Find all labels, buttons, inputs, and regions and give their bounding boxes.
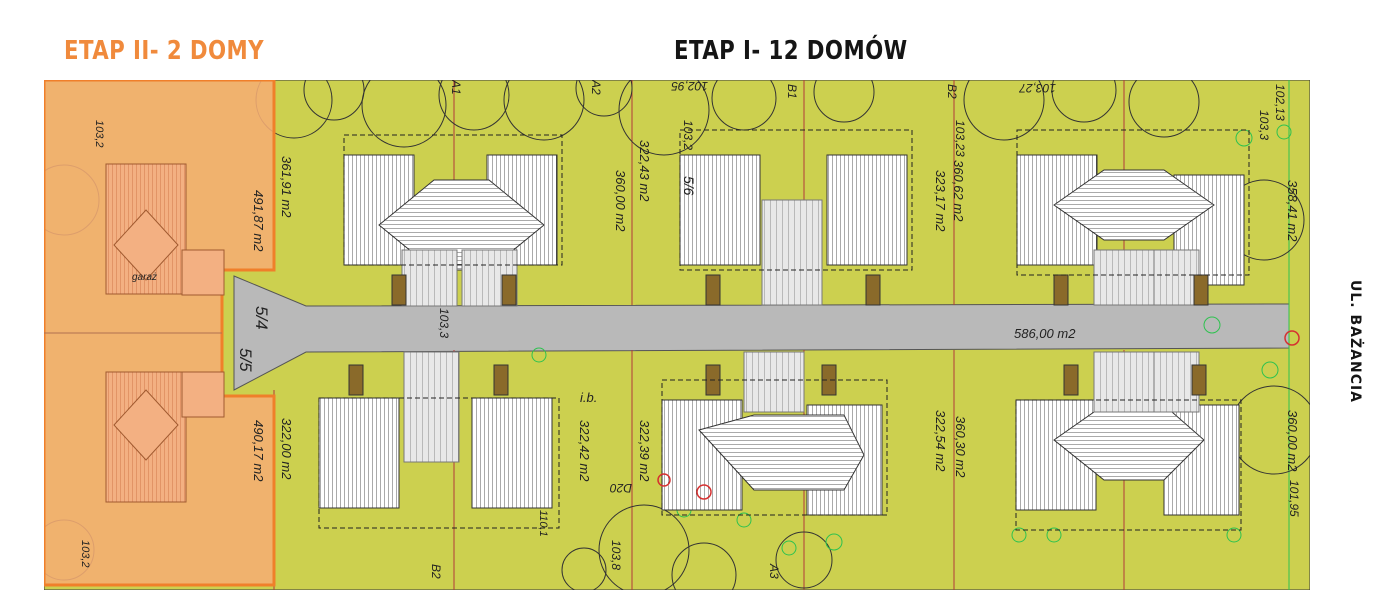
etap1-heading: ETAP I- 12 DOMÓW [674,36,908,66]
parcel-left-top: 5/4 [252,306,271,330]
parking-posts [348,274,1209,396]
elevation-e6: 102,13 [1273,84,1287,121]
area-p5-bottom: 322,54 m2 [933,410,948,472]
area-p1-bottom: 322,00 m2 [279,418,294,480]
area-p6-bottom: 360,30 m2 [953,416,968,478]
mark-garaz: garaż [132,272,157,283]
parcel-mid-top: 5/6 [681,176,697,196]
driveways [401,199,1200,463]
area-p2-top: 360,00 m2 [613,170,628,232]
area-left-bottom: 490,17 m2 [251,420,266,482]
elevation-e1: 103,2 [93,120,105,148]
elevation-e2: 102,95 [671,80,708,93]
parcel-left-bottom: 5/5 [236,348,255,372]
area-p7-bottom: 360,00 m2 [1285,410,1300,472]
building-outlines [318,129,1250,531]
etap2-house-top [105,163,225,296]
area-road: 586,00 m2 [1014,326,1076,341]
houses-bottom [318,397,1240,516]
site-plan: 491,87 m2 490,17 m2 361,91 m2 322,00 m2 … [44,80,1310,590]
mark-a2: A2 [589,80,603,95]
area-p4-top: 323,17 m2 [933,170,948,232]
etap2-heading: ETAP II- 2 DOMY [64,36,265,66]
area-p3-top: 322,43 m2 [637,140,652,202]
area-p4-bottom: 322,39 m2 [637,420,652,482]
elevation-e12: 110,1 [537,510,549,537]
area-p7-top: 358,41 m2 [1285,180,1300,242]
elevation-e10: 103,2 [79,540,91,568]
area-p5-top: 360,62 m2 [951,160,966,222]
mark-ib: i.b. [580,390,597,405]
area-p1-top: 361,91 m2 [279,156,294,218]
elevation-e5: 103,27 [1018,81,1056,95]
mark-b2: B2 [945,84,959,99]
houses-top [343,154,1245,286]
elevation-e7: 103,3 [1257,110,1271,140]
area-left-top: 491,87 m2 [251,190,266,252]
mark-a3: A3 [767,563,781,579]
mark-b2b: B2 [429,564,443,579]
etap2-house-bottom [105,371,225,503]
elevation-e8: 103,3 [437,308,451,338]
elevation-e9: 103,8 [609,540,623,570]
elevation-e11: 101,95 [1287,480,1301,517]
street-label: UL. BAŻANCIA [1347,280,1363,404]
elevation-e4: 103,23 [953,120,967,157]
mark-a1: A1 [449,80,463,95]
red-markers [657,330,1300,500]
mark-b1: B1 [785,84,799,99]
mark-d20: D20 [610,481,632,495]
elevation-e3: 103,2 [681,120,695,150]
area-p3-bottom: 322,42 m2 [577,420,592,482]
